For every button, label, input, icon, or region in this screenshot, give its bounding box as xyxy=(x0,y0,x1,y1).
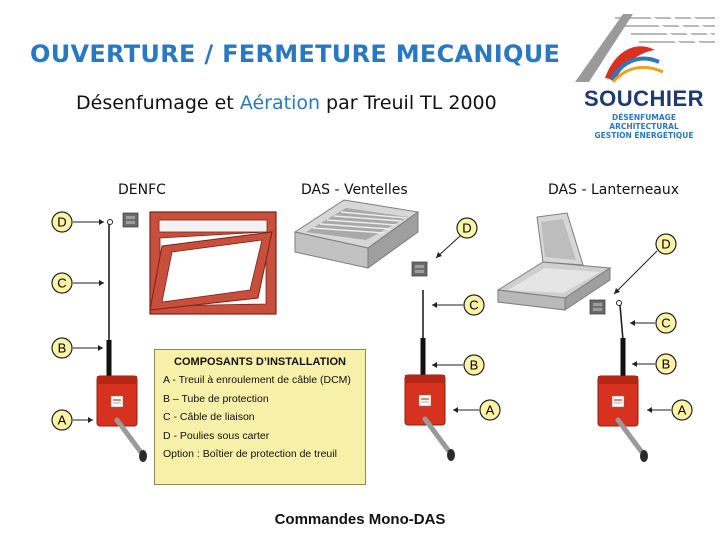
callout-c-middle: C xyxy=(469,298,478,313)
callout-a-right: A xyxy=(678,403,687,418)
lanterneau-callouts: D C B A xyxy=(613,233,693,421)
subtitle-prefix: Désenfumage et xyxy=(76,92,240,114)
column-label-lanterneaux: DAS - Lanterneaux xyxy=(548,182,680,198)
logo-brand-name: SOUCHIER xyxy=(583,86,705,111)
component-b: B – Tube de protection xyxy=(163,392,269,405)
lanterneau-winch xyxy=(598,376,648,462)
callout-b-middle: B xyxy=(470,358,479,373)
component-d: D - Poulies sous carter xyxy=(163,429,270,442)
ventelles-cable-assembly xyxy=(405,261,455,461)
denfc-cable-assembly xyxy=(97,212,147,462)
lanterneau-unit xyxy=(496,212,612,311)
component-option: Option : Boîtier de protection de treuil xyxy=(163,448,337,460)
souchier-logo xyxy=(575,10,715,84)
lanterneau-pulley xyxy=(589,299,606,315)
component-a: A - Treuil à enroulement de câble (DCM) xyxy=(163,374,351,386)
column-label-denfc: DENFC xyxy=(118,182,166,198)
logo-tagline-2: GESTION ÉNERGÉTIQUE xyxy=(594,131,694,140)
callout-d-right: D xyxy=(661,237,670,252)
callout-c-left: C xyxy=(57,276,66,291)
denfc-winch xyxy=(97,376,147,462)
subtitle-suffix: par Treuil TL 2000 xyxy=(320,92,497,114)
ventelles-callouts: D C B A xyxy=(432,217,501,421)
callout-a-left: A xyxy=(58,413,67,428)
denfc-window xyxy=(149,211,277,315)
ventelles-unit xyxy=(293,199,420,269)
components-legend: COMPOSANTS D’INSTALLATION A - Treuil à e… xyxy=(154,349,366,485)
callout-d-middle: D xyxy=(462,221,471,236)
page-subtitle: Désenfumage et Aération par Treuil TL 20… xyxy=(76,92,497,114)
lanterneau-cable-assembly xyxy=(589,299,648,462)
footer-caption: Commandes Mono-DAS xyxy=(274,511,446,528)
page-title: OUVERTURE / FERMETURE MECANIQUE xyxy=(30,40,561,68)
callout-a-middle: A xyxy=(486,403,495,418)
components-heading: COMPOSANTS D’INSTALLATION xyxy=(174,356,346,368)
component-c: C - Câble de liaison xyxy=(163,411,255,423)
column-label-ventelles: DAS - Ventelles xyxy=(301,182,408,198)
ventelles-winch xyxy=(405,375,455,461)
denfc-pulley xyxy=(122,212,139,228)
subtitle-accent: Aération xyxy=(239,92,321,114)
callout-d-left: D xyxy=(57,215,66,230)
denfc-callouts: D C B A xyxy=(51,211,104,431)
callout-b-right: B xyxy=(662,357,671,372)
callout-b-left: B xyxy=(58,341,67,356)
callout-c-right: C xyxy=(661,316,670,331)
ventelles-pulley xyxy=(411,261,428,277)
logo-tagline-1: DÉSENFUMAGE ARCHITECTURAL xyxy=(609,113,679,131)
